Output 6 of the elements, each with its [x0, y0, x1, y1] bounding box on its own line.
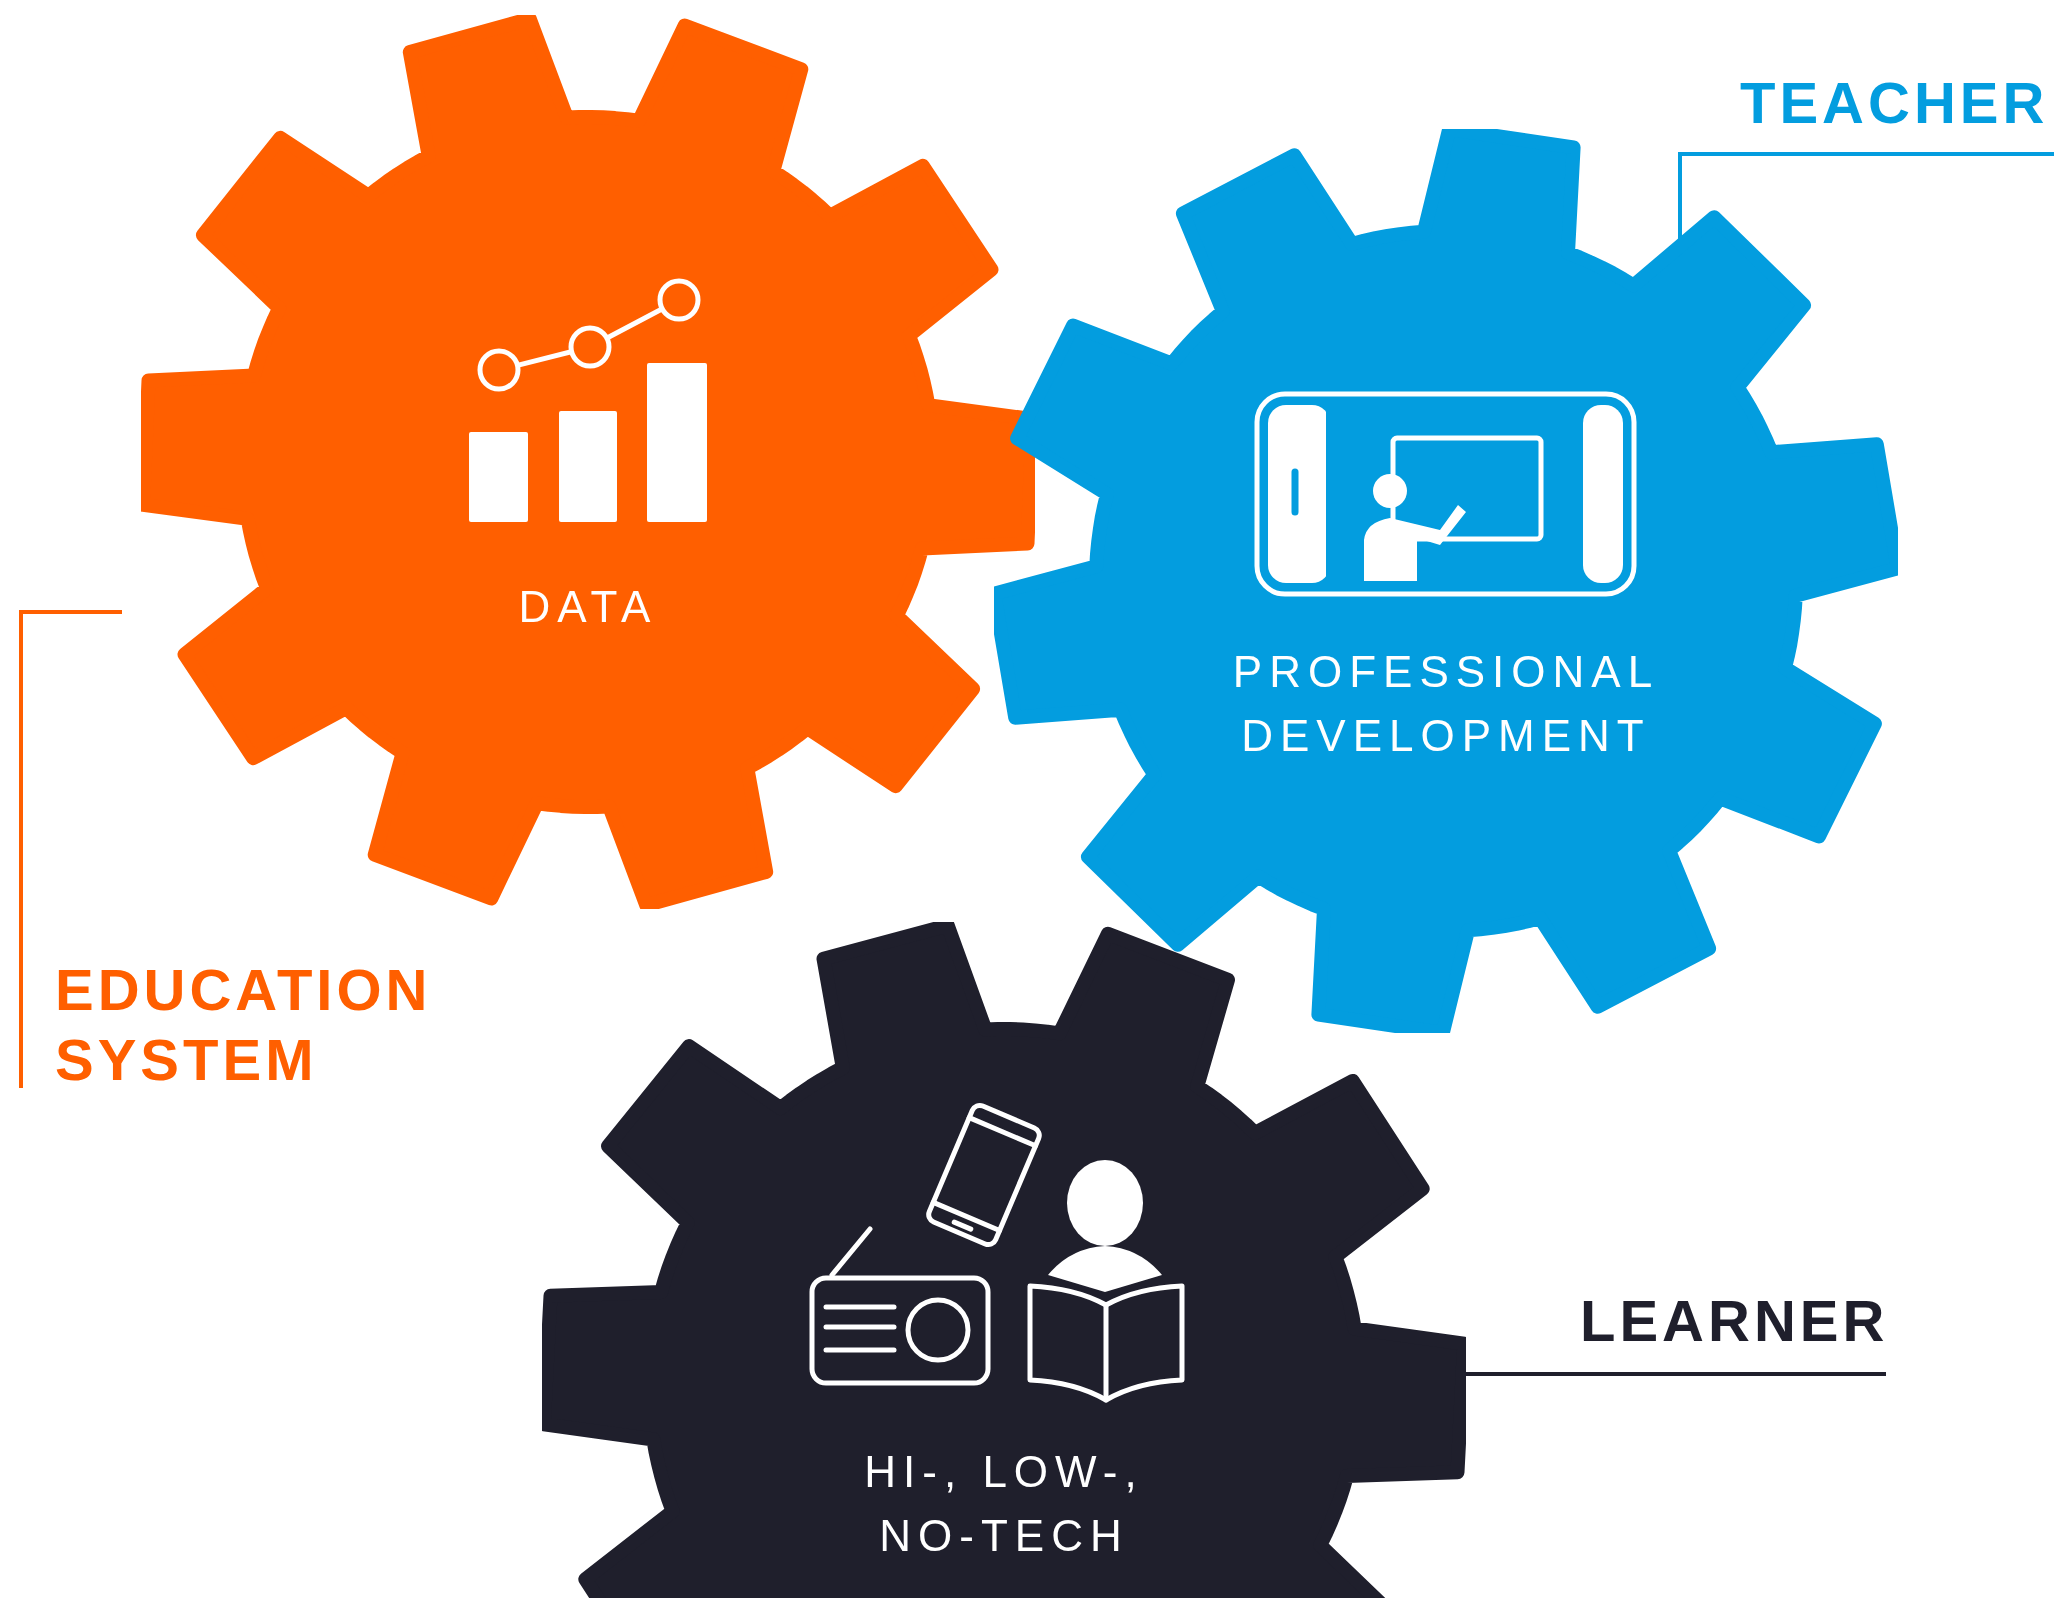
gear-label: DATA	[517, 581, 659, 633]
gear-label: PROFESSIONAL DEVELOPMENT	[1231, 646, 1661, 762]
gear-label: HI-, LOW-, NO-TECH	[863, 1446, 1145, 1562]
category-label: LEARNER	[1580, 1287, 1890, 1355]
category-label: EDUCATION SYSTEM	[55, 956, 433, 1094]
category-label: TEACHER	[1740, 69, 2050, 137]
